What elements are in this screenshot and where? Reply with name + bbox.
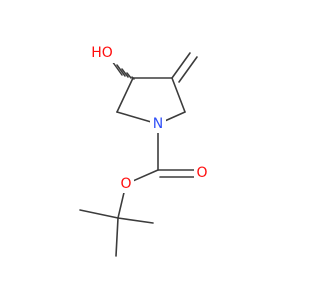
atom-label-carbonyl-oxygen: O <box>196 165 207 181</box>
label-mask-carbonyl-oxygen <box>194 164 210 182</box>
label-mask-hydroxyl <box>88 43 116 63</box>
label-mask-nitrogen <box>150 115 166 133</box>
bond-c4-methylene-a <box>171 52 191 79</box>
bond-c2-c3 <box>116 77 134 113</box>
bond-tbutyl-methyl-down <box>115 217 119 257</box>
bond-tbutyl-methyl-right <box>117 217 154 224</box>
molecule-structure: HO N O O <box>79 43 210 257</box>
bond-c4-methylene-b <box>178 56 198 83</box>
bond-c4-c5 <box>171 77 186 113</box>
label-mask-ester-oxygen <box>118 175 134 193</box>
atom-label-hydroxyl: HO <box>91 45 113 61</box>
atom-label-nitrogen: N <box>153 116 163 132</box>
bond-tbutyl-methyl-left <box>79 209 119 219</box>
atom-label-ester-oxygen: O <box>120 176 131 192</box>
stereo-hash-bond <box>111 60 135 80</box>
